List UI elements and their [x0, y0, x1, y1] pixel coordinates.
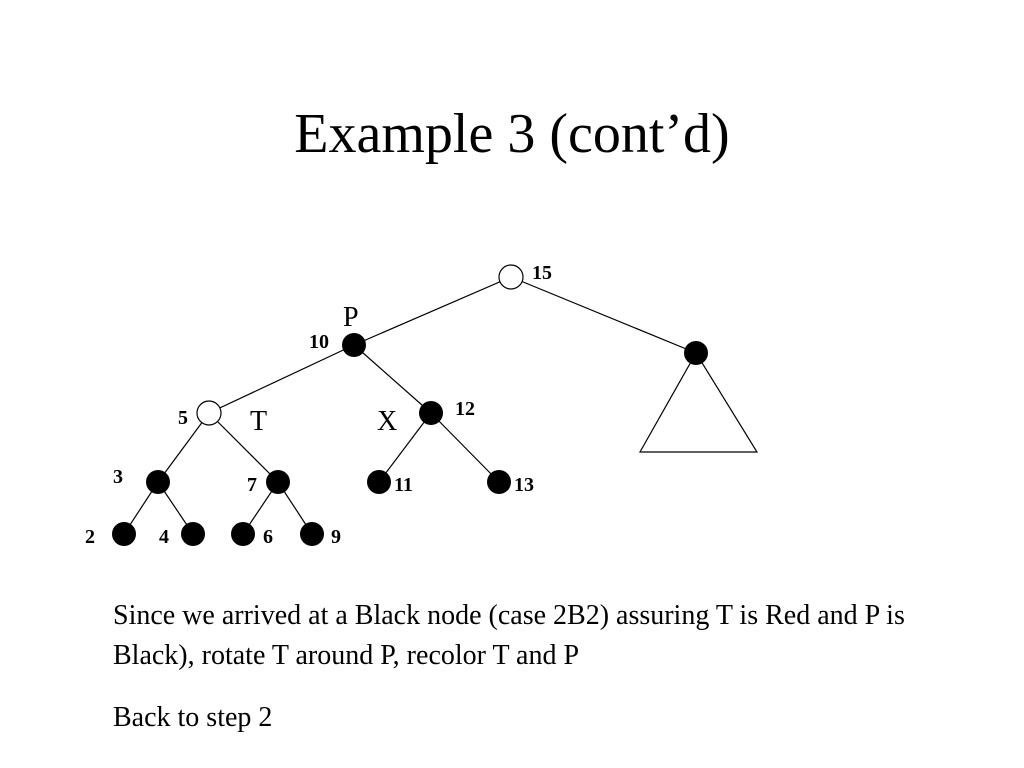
node-2-black [112, 522, 136, 546]
node-label-9: 9 [331, 526, 341, 548]
next-step-text: Back to step 2 [113, 702, 273, 733]
edge-5-7 [208, 412, 279, 483]
node-13-black [487, 470, 511, 494]
node-label-5: 5 [178, 407, 188, 429]
node-label-15: 15 [532, 262, 552, 284]
node-10-black [342, 333, 366, 357]
node-7-black [266, 470, 290, 494]
tree-nodes [112, 264, 708, 546]
node-label-4: 4 [159, 526, 169, 548]
node-6-black [231, 522, 255, 546]
node-label-2: 2 [85, 526, 95, 548]
node-5-red [196, 400, 222, 426]
tag-p: P [343, 302, 359, 333]
edge-15-10 [353, 276, 512, 346]
node-15-red [498, 264, 524, 290]
edge-12-13 [430, 412, 500, 483]
node-label-11: 11 [394, 474, 413, 496]
node-labels: 15 10 5 12 3 7 11 13 2 4 6 9 [85, 262, 552, 548]
node-label-13: 13 [514, 474, 534, 496]
role-tags: P T X [250, 302, 397, 437]
node-11-black [367, 470, 391, 494]
node-9-black [300, 522, 324, 546]
edge-5-3 [157, 412, 210, 483]
tag-t: T [250, 406, 267, 437]
node-12-black [419, 401, 443, 425]
edge-10-5 [208, 344, 355, 414]
node-label-6: 6 [263, 526, 273, 548]
node-right-black [684, 341, 708, 365]
slide-title: Example 3 (cont’d) [294, 103, 730, 165]
edge-15-right [510, 276, 697, 354]
node-3-black [146, 470, 170, 494]
node-label-3: 3 [113, 466, 123, 488]
explanation-text: Since we arrived at a Black node (case 2… [113, 600, 905, 671]
node-label-10: 10 [309, 331, 329, 353]
subtree-triangle [638, 351, 759, 453]
tag-x: X [377, 406, 397, 437]
edge-10-12 [353, 344, 432, 414]
node-4-black [181, 522, 205, 546]
node-label-7: 7 [247, 474, 257, 496]
edge-12-11 [378, 412, 432, 483]
node-label-12: 12 [455, 398, 475, 420]
